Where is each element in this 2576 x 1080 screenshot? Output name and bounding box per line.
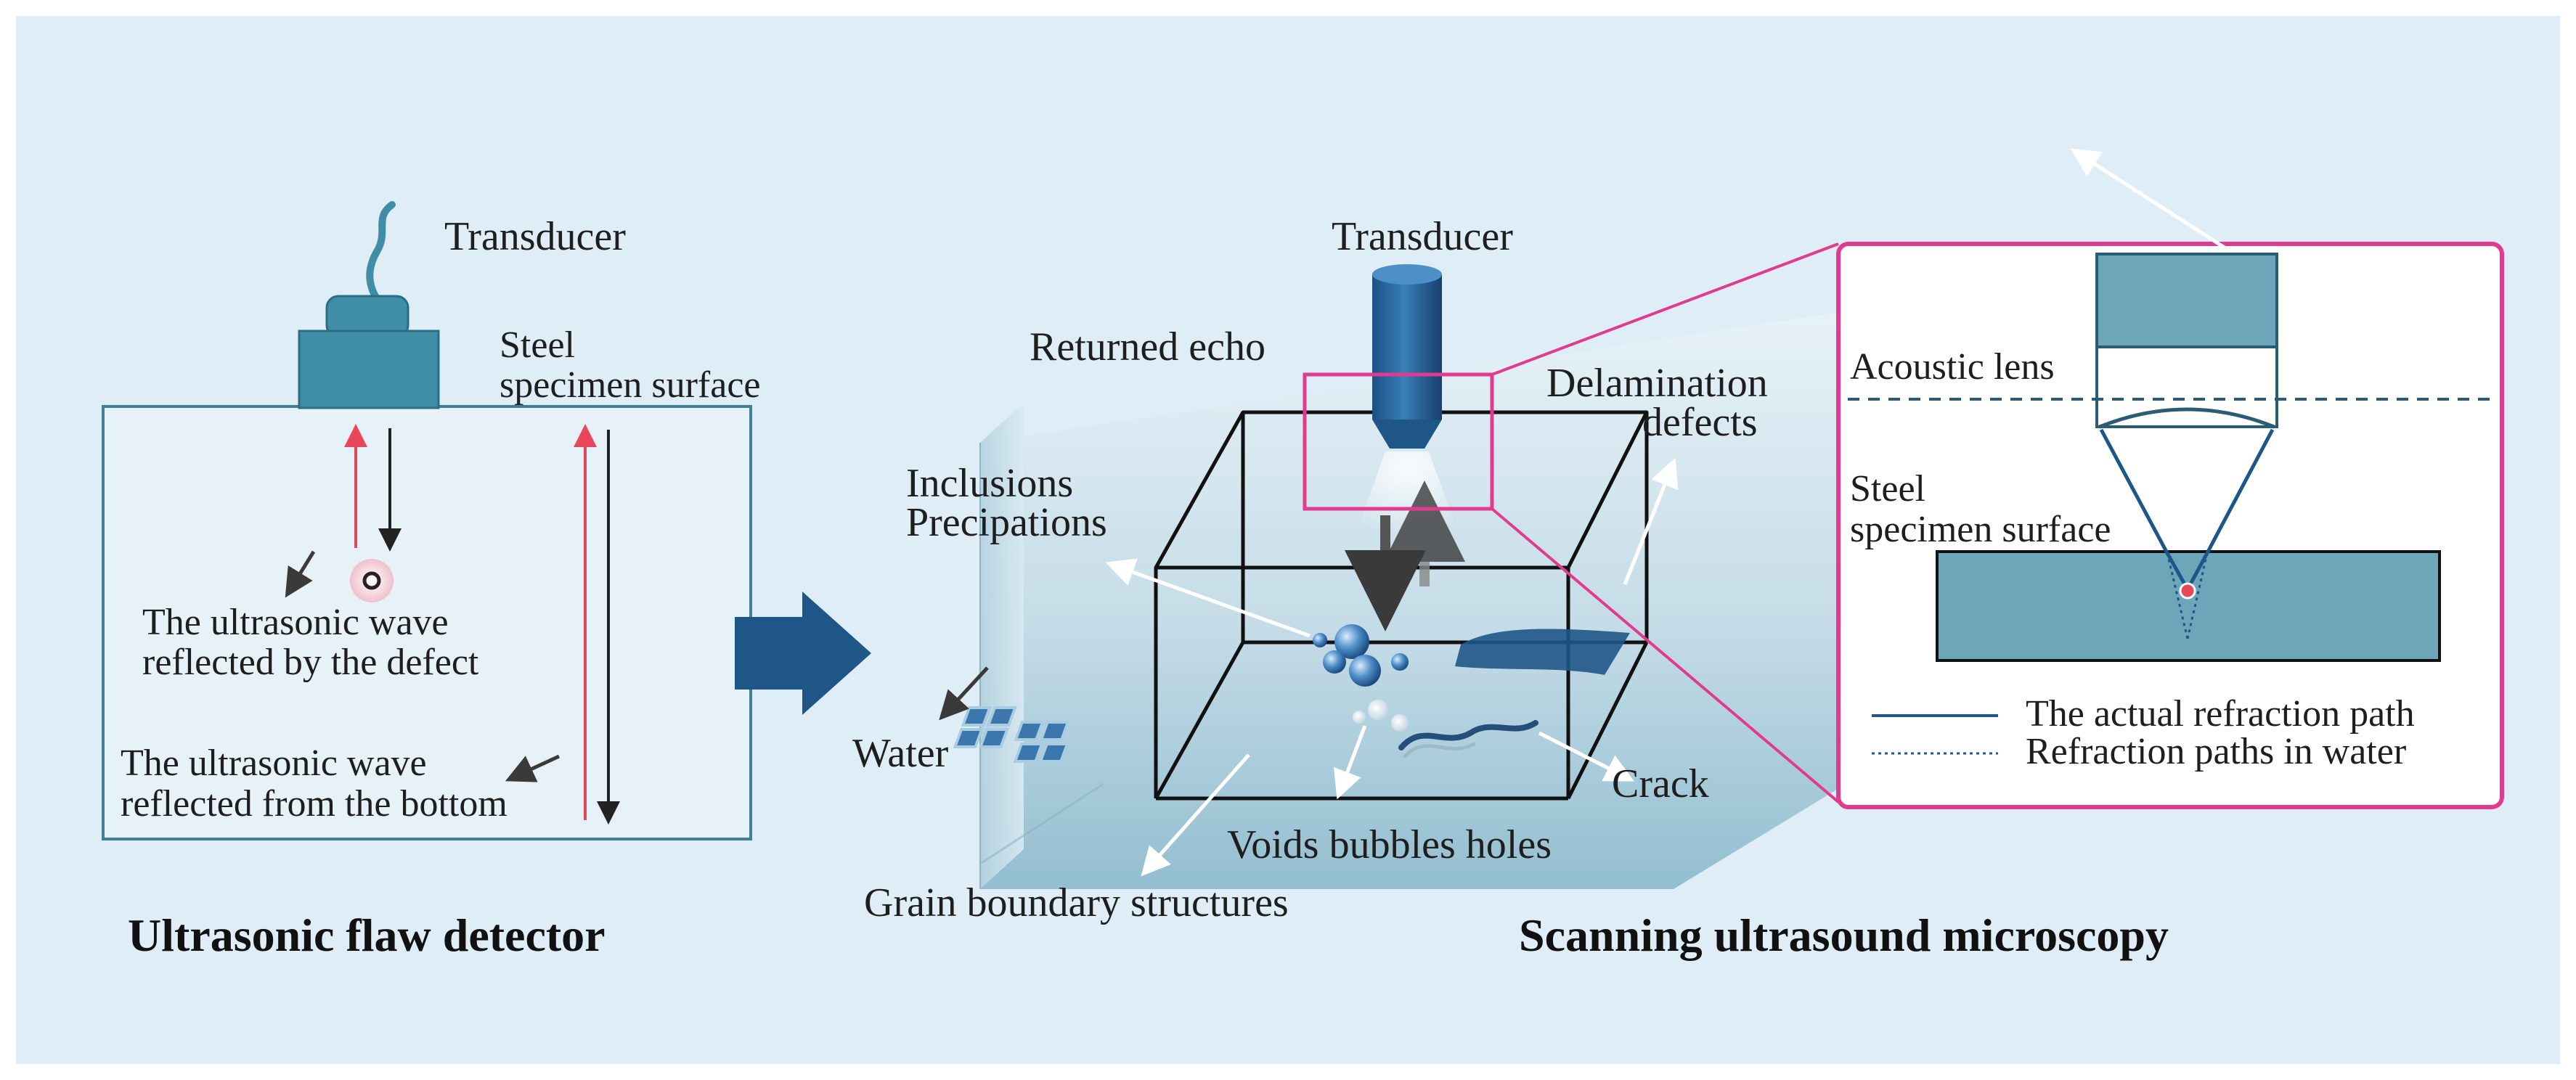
- transducer-body: [298, 330, 440, 409]
- steel-block: [1936, 550, 2441, 662]
- transducer-nozzle: [1372, 420, 1442, 449]
- bottom-wave-label-2: reflected from the bottom: [121, 783, 508, 825]
- inclusions-label-1: Inclusions: [906, 461, 1074, 506]
- left-steel-label-1: Steel: [500, 324, 575, 366]
- left-caption: Ultrasonic flaw detector: [128, 909, 606, 961]
- middle-panel: [939, 242, 1888, 889]
- water-refraction-path: [2166, 552, 2189, 639]
- defect-halo: [350, 559, 394, 602]
- returned-echo-label: Returned echo: [1030, 324, 1265, 369]
- bottom-pointer-arrow: [505, 754, 561, 782]
- lens-housing: [2095, 253, 2278, 348]
- left-transducer-label: Transducer: [444, 214, 626, 259]
- acoustic-lens: [2095, 345, 2278, 428]
- transducer-cable: [366, 201, 396, 308]
- bottom-wave-label-1: The ultrasonic wave: [121, 742, 427, 784]
- left-panel: [102, 201, 752, 840]
- crack-label: Crack: [1612, 761, 1709, 806]
- water-pointer-arrow: [939, 666, 989, 721]
- crack-line: [1398, 720, 1538, 750]
- acoustic-lens-label: Acoustic lens: [1850, 346, 2055, 388]
- defect-point: [362, 571, 381, 590]
- magnify-box: [1303, 372, 1494, 511]
- inclusions-label-2: Precipations: [906, 500, 1107, 545]
- right-panel: [1836, 148, 2504, 809]
- steel-specimen-block: [102, 405, 752, 840]
- lens-curve: [2099, 407, 2275, 429]
- delamination-label-1: Delamination: [1546, 361, 1768, 406]
- water-surface-line: [979, 782, 1104, 865]
- big-right-arrow: [735, 592, 871, 715]
- specimen-wire-box: [1154, 410, 1649, 801]
- right-steel-label-1: Steel: [1850, 468, 1925, 510]
- defect-wave-label-2: reflected by the defect: [142, 642, 479, 683]
- water-tank-side: [980, 403, 1024, 889]
- left-steel-label-2: specimen surface: [500, 364, 761, 406]
- voids-label: Voids bubbles holes: [1227, 822, 1552, 867]
- legend-actual-path: The actual refraction path: [2026, 693, 2415, 735]
- delamination-label-2: defects: [1642, 400, 1758, 445]
- transducer-cylinder: [1372, 274, 1442, 420]
- defect-pointer-arrow: [285, 550, 316, 598]
- middle-transducer-label: Transducer: [1332, 214, 1513, 259]
- zoom-panel: [1836, 242, 2504, 809]
- defect-wave-label-1: The ultrasonic wave: [142, 602, 449, 643]
- magnify-line-top: [1491, 242, 1839, 376]
- water-tank-front: [980, 305, 1888, 889]
- inclusion-bubbles: [1313, 624, 1409, 687]
- void-bubbles: [1353, 700, 1409, 732]
- right-steel-label-2: specimen surface: [1850, 509, 2111, 550]
- grain-boundary-grid: [953, 706, 1070, 763]
- focus-point: [2179, 582, 2196, 600]
- top-white-arrow: [2070, 148, 2230, 253]
- water-label: Water: [852, 731, 949, 776]
- callout-arrows: [1105, 457, 1679, 877]
- transducer-top: [1372, 264, 1442, 285]
- grain-boundary-label: Grain boundary structures: [864, 880, 1289, 925]
- magnify-line-bottom: [1491, 507, 1840, 803]
- middle-caption: Scanning ultrasound microscopy: [1519, 909, 2169, 961]
- legend-water-path: Refraction paths in water: [2026, 731, 2407, 772]
- delamination-sheet: [1455, 629, 1630, 675]
